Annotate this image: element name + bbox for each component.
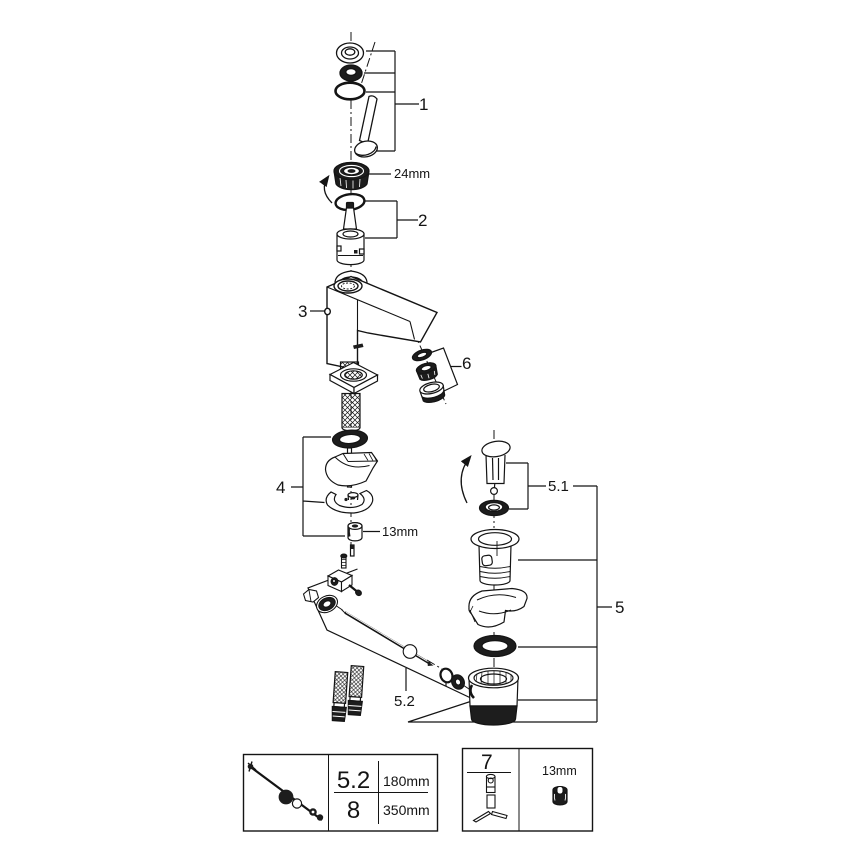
rod-seal — [315, 594, 339, 614]
supply-hoses — [331, 664, 365, 723]
popup-plug — [481, 440, 511, 496]
callout-5-1: 5.1 — [548, 478, 569, 495]
shank-and-escutcheon — [328, 361, 379, 432]
mounting-tool-art — [472, 773, 508, 823]
callout-5: 5 — [615, 598, 625, 617]
clamp-screw-2 — [348, 584, 362, 597]
aerator-washer — [411, 348, 433, 362]
popup-rod-assembly — [302, 553, 465, 690]
supply-hose — [331, 670, 349, 723]
rod-ring — [451, 674, 465, 690]
socket-nut-icon — [552, 786, 568, 806]
handle-lever — [353, 95, 379, 158]
aerator-parts — [411, 348, 446, 403]
rotate-arrow-icons — [319, 174, 472, 504]
escutcheon-plate — [328, 361, 379, 395]
callout-4: 4 — [276, 478, 286, 497]
legend-ref-2: 8 — [346, 797, 361, 824]
rotate-arrow-icon-plug — [460, 454, 472, 504]
gland-nut — [302, 588, 320, 603]
legend-box — [242, 753, 439, 832]
clamp-block — [326, 569, 354, 593]
tool-size: 13mm — [542, 764, 577, 778]
legend-ref-1: 5.2 — [336, 767, 371, 794]
dim-13mm: 13mm — [382, 524, 419, 539]
aerator-housing — [419, 381, 446, 403]
threaded-shank-lower — [341, 392, 361, 429]
supply-hose — [347, 664, 365, 717]
aerator-insert — [415, 362, 438, 381]
drain-o-ring — [473, 634, 517, 658]
body-slot — [353, 343, 364, 349]
faucet-body — [324, 275, 438, 371]
handle-ring-nut — [333, 161, 370, 191]
handle-parts — [334, 42, 379, 158]
drain-plug-parts — [478, 440, 511, 517]
leader-lines — [291, 50, 612, 723]
horseshoe-washer — [325, 489, 374, 514]
rod-o-ring — [439, 667, 454, 684]
dim-24mm: 24mm — [394, 166, 431, 181]
mounting-parts — [324, 429, 379, 557]
mounting-nut — [347, 521, 363, 542]
drain-saddle — [468, 587, 528, 628]
rotate-arrow-icon-handle-nut — [319, 174, 333, 204]
mounting-wedge — [324, 451, 379, 487]
cartridge — [336, 201, 365, 266]
plug-seal — [478, 499, 510, 517]
callout-2: 2 — [418, 211, 428, 230]
tool-ref: 7 — [481, 751, 493, 774]
legend-length-1: 180mm — [383, 773, 430, 789]
drain-lower-housing — [467, 667, 520, 726]
legend-length-2: 350mm — [383, 802, 430, 818]
popup-rod — [341, 609, 434, 666]
callout-6: 6 — [462, 354, 472, 373]
legend-rod-art — [247, 761, 324, 821]
drain-parts — [467, 528, 528, 726]
tool-box — [461, 747, 594, 832]
shank-o-ring — [331, 429, 369, 449]
callout-5-2: 5.2 — [394, 693, 415, 710]
body-set-screw — [324, 307, 332, 316]
callout-1: 1 — [419, 95, 429, 114]
callout-3: 3 — [298, 302, 308, 321]
handle-o-ring — [334, 81, 366, 101]
drain-flange — [470, 528, 520, 586]
